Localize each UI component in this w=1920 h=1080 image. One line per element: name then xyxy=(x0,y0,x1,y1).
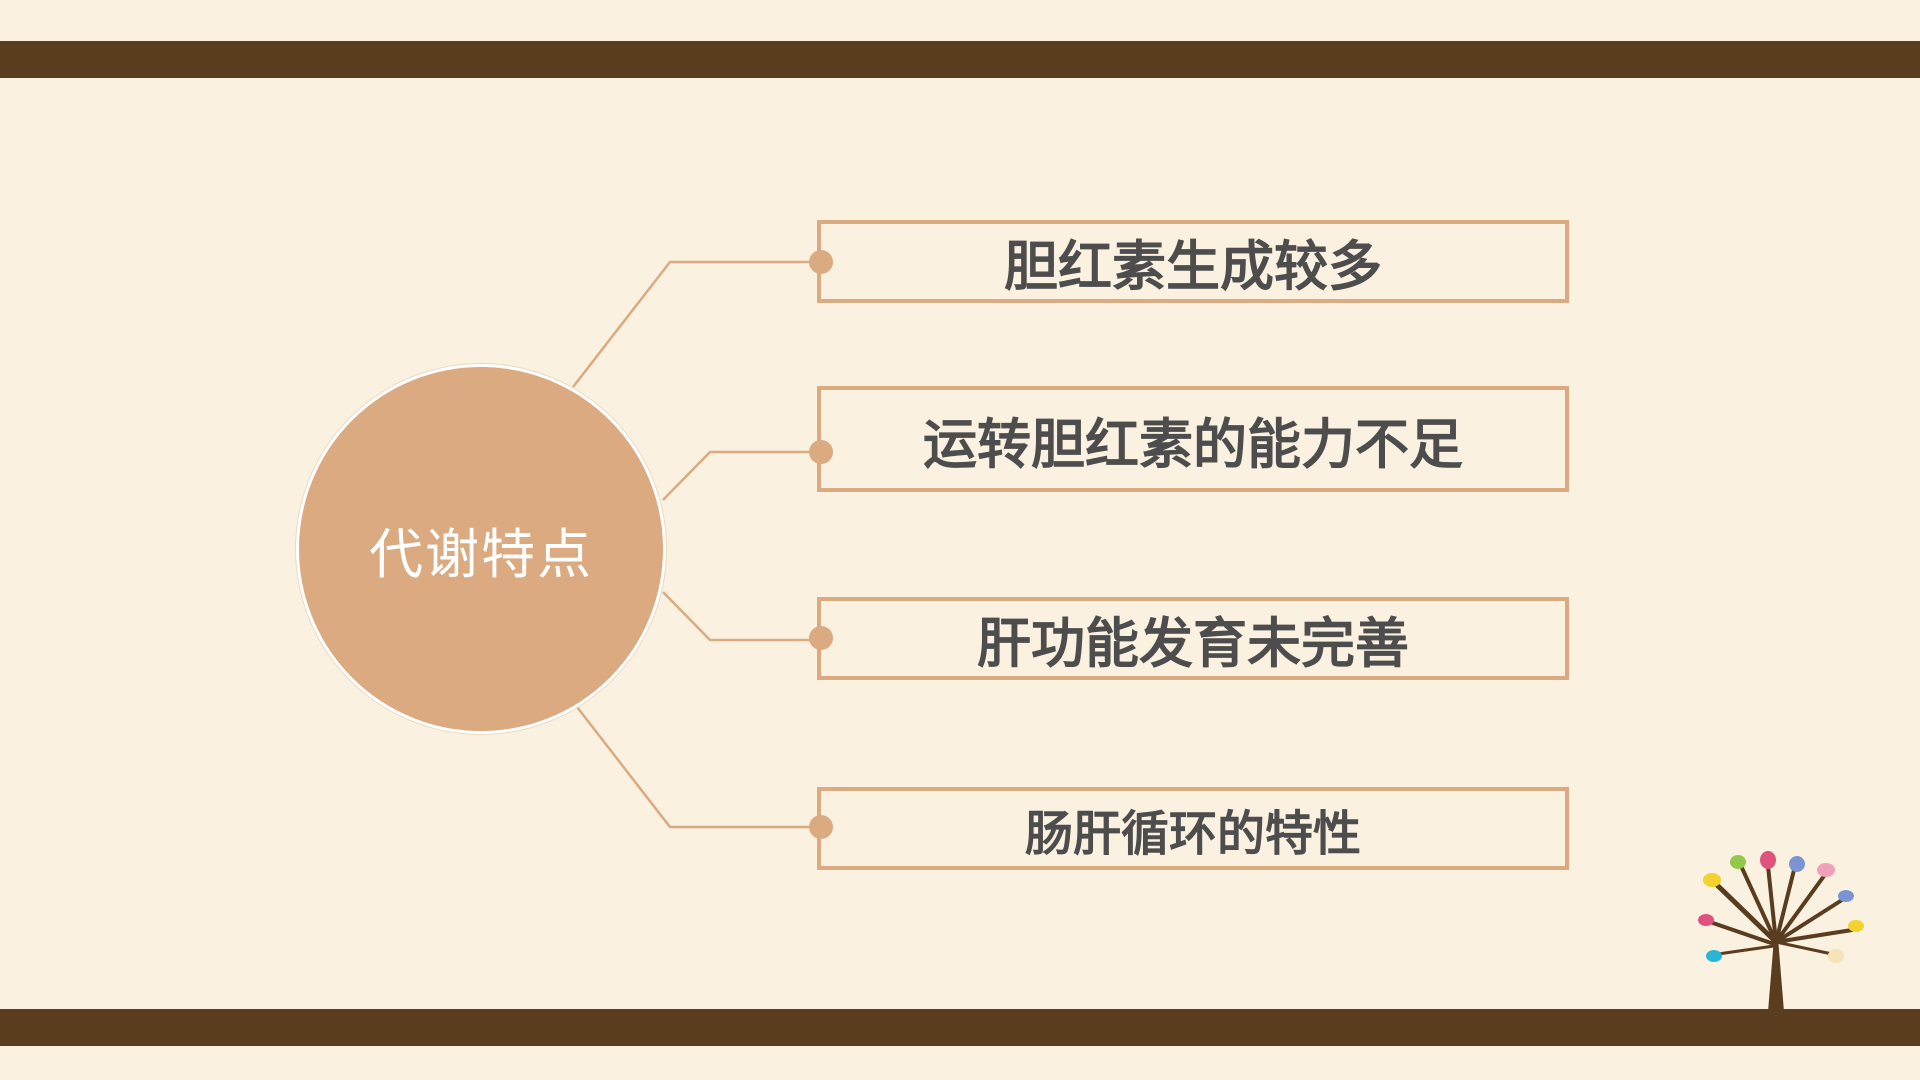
item-box-2: 运转胆红素的能力不足 xyxy=(817,386,1569,492)
connector-2 xyxy=(662,450,820,501)
item-label-4: 肠肝循环的特性 xyxy=(1024,805,1361,862)
connector-4 xyxy=(576,706,820,829)
item-dot-4 xyxy=(809,815,833,839)
item-dot-1 xyxy=(809,250,833,274)
item-box-4: 肠肝循环的特性 xyxy=(817,787,1569,870)
connector-1 xyxy=(572,260,820,388)
item-label-2: 运转胆红素的能力不足 xyxy=(923,412,1463,476)
item-label-1: 胆红素生成较多 xyxy=(1004,235,1382,298)
connector-3 xyxy=(662,591,820,642)
item-dot-3 xyxy=(809,626,833,650)
item-box-3: 肝功能发育未完善 xyxy=(817,597,1569,680)
item-dot-2 xyxy=(809,440,833,464)
item-label-3: 肝功能发育未完善 xyxy=(977,612,1409,675)
center-node: 代谢特点 xyxy=(296,364,666,734)
tree-icon xyxy=(1698,851,1864,1012)
item-box-1: 胆红素生成较多 xyxy=(817,220,1569,303)
top-bar xyxy=(0,41,1920,78)
center-label: 代谢特点 xyxy=(369,522,593,586)
bottom-bar xyxy=(0,1009,1920,1046)
